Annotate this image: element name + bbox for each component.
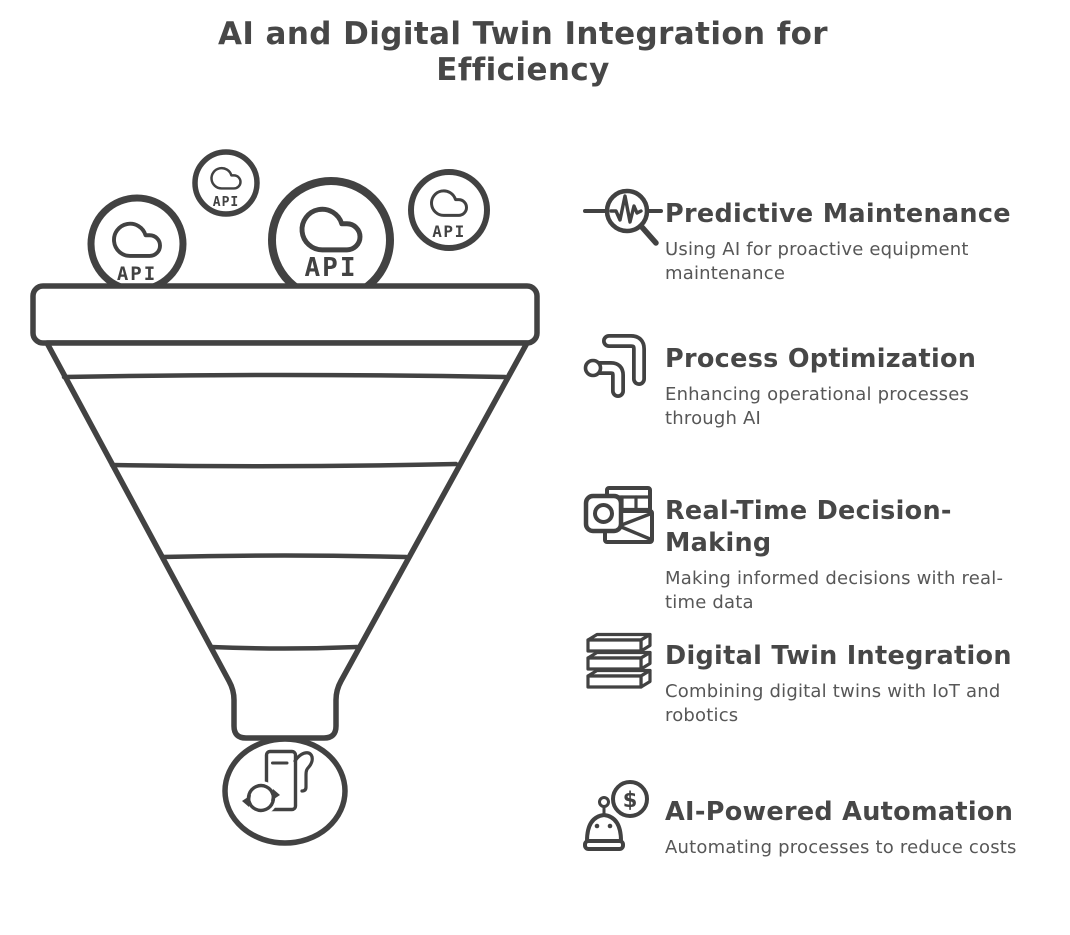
list-item-predictive-maintenance: Predictive Maintenance Using AI for proa… <box>583 186 1053 286</box>
item-title: Real-Time Decision-Making <box>665 496 952 558</box>
list-item-ai-powered-automation: $ AI-Powered Automation Automating proce… <box>583 778 1053 860</box>
cloud-icon <box>112 221 162 258</box>
list-item-digital-twin-integration: Digital Twin Integration Combining digit… <box>583 628 1053 728</box>
robot-dollar-icon: $ <box>583 780 649 851</box>
item-title: Predictive Maintenance <box>665 199 1011 229</box>
cloud-icon <box>299 206 363 253</box>
item-text: Real-Time Decision-Making Making informe… <box>665 483 1053 615</box>
page-title: AI and Digital Twin Integration for Effi… <box>217 16 828 88</box>
item-description: Making informed decisions with real- tim… <box>665 567 1004 613</box>
item-title: Digital Twin Integration <box>665 641 1012 671</box>
funnel-graphic: API API API API <box>30 149 540 846</box>
item-description: Enhancing operational processes through … <box>665 383 970 429</box>
cloud-icon <box>430 189 468 217</box>
pulse-magnifier-icon <box>583 188 663 246</box>
api-circle-3: API <box>268 177 394 303</box>
api-circle-4: API <box>408 169 490 251</box>
item-description: Combining digital twins with IoT and rob… <box>665 680 1001 726</box>
funnel-rim <box>30 283 540 346</box>
api-label: API <box>305 253 358 283</box>
dollar-symbol: $ <box>623 788 638 812</box>
list-item-real-time-decision-making: Real-Time Decision-Making Making informe… <box>583 483 1053 615</box>
funnel-body <box>44 340 530 741</box>
item-description: Automating processes to reduce costs <box>665 836 1017 858</box>
api-circle-2: API <box>192 149 260 217</box>
api-label: API <box>213 195 239 210</box>
item-text: AI-Powered Automation Automating process… <box>665 778 1053 860</box>
realtime-cards-icon <box>583 486 654 544</box>
cloud-icon <box>210 166 242 190</box>
funnel-segment-lines <box>61 372 508 651</box>
item-title: AI-Powered Automation <box>665 797 1014 827</box>
fuel-pump-sync-icon <box>242 749 314 815</box>
stacked-layers-icon <box>586 632 652 689</box>
item-text: Digital Twin Integration Combining digit… <box>665 628 1053 728</box>
item-text: Predictive Maintenance Using AI for proa… <box>665 186 1053 286</box>
item-title: Process Optimization <box>665 344 977 374</box>
api-label: API <box>432 222 465 241</box>
list-item-process-optimization: Process Optimization Enhancing operation… <box>583 331 1053 431</box>
sync-arrows <box>242 783 280 813</box>
api-label: API <box>117 263 157 285</box>
item-description: Using AI for proactive equipment mainten… <box>665 238 969 284</box>
item-text: Process Optimization Enhancing operation… <box>665 331 1053 431</box>
robot-head-icon <box>583 796 625 851</box>
process-flow-icon <box>583 334 646 398</box>
dollar-coin-icon: $ <box>611 780 649 818</box>
api-circle-1: API <box>87 194 187 294</box>
